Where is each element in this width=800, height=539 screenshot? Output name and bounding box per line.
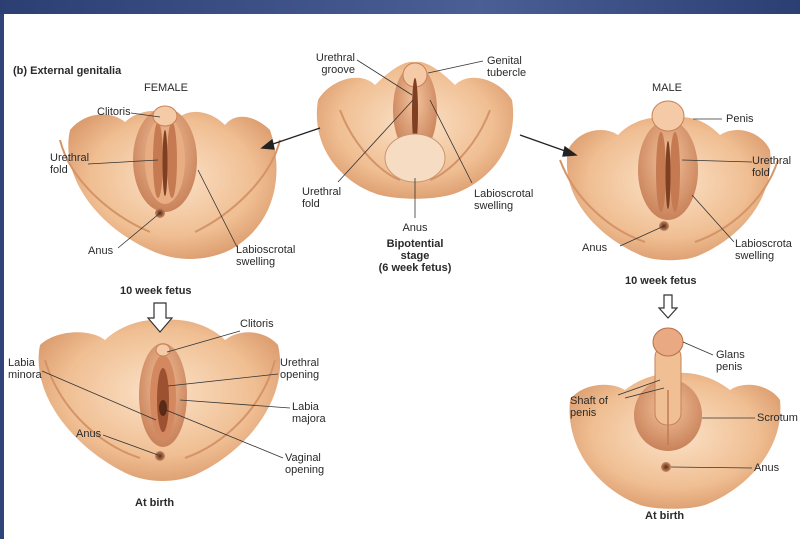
female-labioscrotal-label: Labioscrotal swelling [236, 244, 295, 268]
male-10-week-caption: 10 week fetus [625, 275, 697, 287]
male-labioscrotal-label: Labioscrota swelling [735, 238, 792, 262]
male-shaft-label: Shaft of penis [570, 395, 608, 419]
female-title: FEMALE [144, 82, 188, 94]
female-birth-anus-label: Anus [76, 428, 101, 440]
female-anus-label: Anus [88, 245, 113, 257]
male-scrotum-label: Scrotum [757, 412, 798, 424]
female-labia-minora-label: Labia minora [8, 357, 42, 381]
male-birth-caption: At birth [645, 510, 684, 522]
female-10-week-caption: 10 week fetus [120, 285, 192, 297]
male-title: MALE [652, 82, 682, 94]
female-urethral-opening-label: Urethral opening [280, 357, 319, 381]
male-urethral-fold-label: Urethral fold [752, 155, 791, 179]
female-labia-majora-label: Labia majora [292, 401, 326, 425]
center-urethral-groove-label: Urethral groove [300, 52, 355, 76]
male-penis-label: Penis [726, 113, 754, 125]
bipotential-caption: Bipotential stage (6 week fetus) [365, 238, 465, 274]
figure-heading: (b) External genitalia [13, 65, 121, 77]
center-labioscrotal-label: Labioscrotal swelling [474, 188, 533, 212]
female-clitoris-label: Clitoris [97, 106, 131, 118]
female-birth-caption: At birth [135, 497, 174, 509]
female-vaginal-opening-label: Vaginal opening [285, 452, 324, 476]
female-10-week-drawing [60, 106, 280, 259]
female-birth-clitoris-label: Clitoris [240, 318, 274, 330]
male-birth-anus-label: Anus [754, 462, 779, 474]
down-arrows [148, 295, 677, 332]
center-anus-label: Anus [395, 222, 435, 234]
female-urethral-fold-label: Urethral fold [50, 152, 89, 176]
male-glans-label: Glans penis [716, 349, 745, 373]
female-at-birth-drawing [39, 320, 281, 481]
center-urethral-fold-label: Urethral fold [302, 186, 341, 210]
male-anus-label: Anus [582, 242, 607, 254]
center-genital-tubercle-label: Genital tubercle [487, 55, 526, 79]
